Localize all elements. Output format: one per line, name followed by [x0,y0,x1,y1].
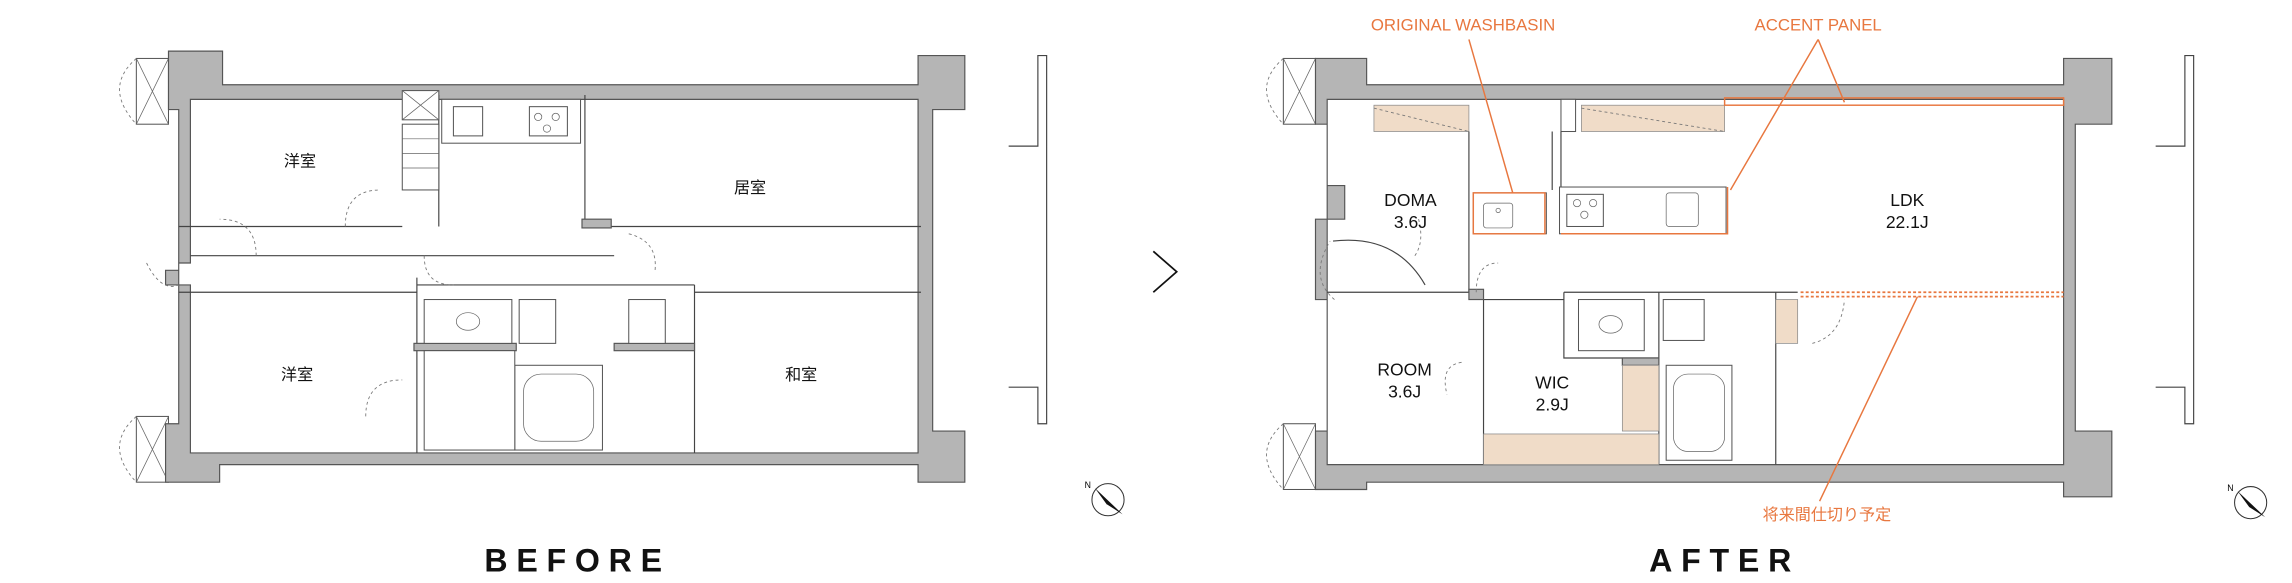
door-swing [146,189,656,417]
room-label: 居室 [734,178,766,197]
after-floor-plan: DOMA 3.6J LDK 22.1J ROOM 3.6J WIC 2.9J O… [1266,16,2268,578]
interior-walls [178,90,921,453]
annotation-original-washbasin: ORIGINAL WASHBASIN [1371,16,1556,35]
room-name: WIC [1535,373,1569,393]
annotation-future-partition: 将来間仕切り予定 [1763,505,1892,524]
storage-shelf [1581,104,1725,132]
room-label: 和室 [785,365,817,384]
svg-text:N: N [1085,480,1091,490]
room-name: LDK [1890,190,1924,210]
room-label: 洋室 [281,365,313,384]
storage-shelf [1373,104,1470,132]
balcony-rail [2155,54,2195,425]
chevron-right-icon [1152,250,1179,293]
kitchen-counter [1558,186,1729,235]
door-swing [1319,216,1845,395]
north-compass-icon: N [2227,483,2268,520]
future-partition [1800,291,2064,298]
original-washbasin [1472,192,1547,235]
kitchen-counter [441,98,582,144]
room-name: ROOM [1377,360,1432,380]
wic-floor-finish [1483,433,1660,466]
svg-text:N: N [2227,483,2233,493]
outer-wall [164,50,966,483]
leader-line [1818,296,1919,502]
bathroom [423,299,666,451]
before-floor-plan: 洋室 居室 洋室 和室 N BEFORE [119,50,1125,578]
after-title: AFTER [1649,542,1800,578]
room-size: 2.9J [1536,395,1569,415]
room-size: 22.1J [1886,212,1929,232]
before-title: BEFORE [484,542,670,578]
room-size: 3.6J [1388,381,1421,401]
leader-line [1729,39,1846,191]
bathroom [1577,299,1799,461]
leader-line [1468,39,1514,194]
room-label: 洋室 [284,152,316,171]
annotation-accent-panel: ACCENT PANEL [1754,16,1881,35]
room-size: 3.6J [1394,212,1427,232]
outer-wall [1314,57,2113,498]
room-name: DOMA [1384,190,1437,210]
north-compass-icon: N [1085,480,1125,517]
balcony-rail [1008,54,1048,425]
accent-panel [1723,97,2065,106]
